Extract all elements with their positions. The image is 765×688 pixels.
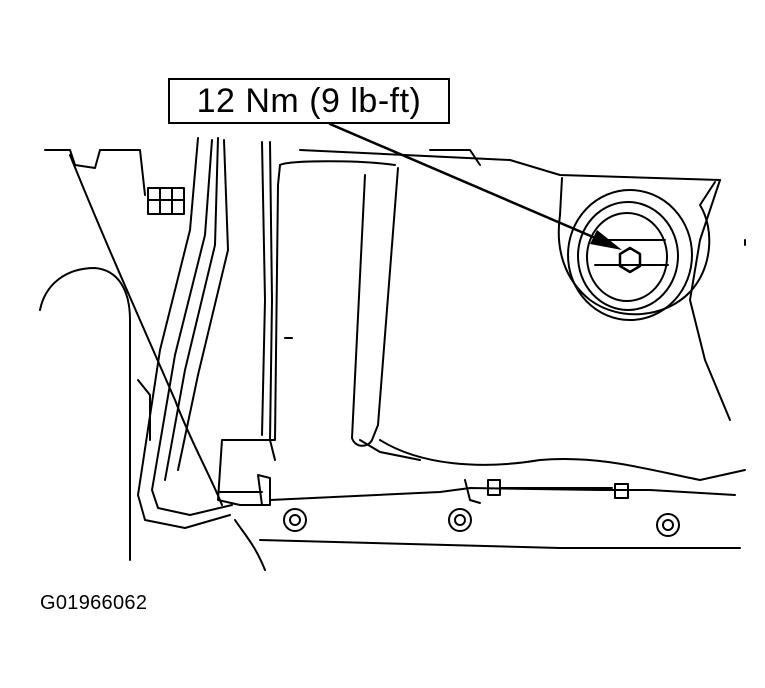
upper-left-bolt [147, 187, 185, 215]
pan-bolt [656, 513, 680, 537]
oil-pan-flange [234, 479, 741, 571]
cooler-tube-pair [137, 137, 273, 529]
pan-bolt [283, 508, 307, 532]
cover-plate [557, 177, 716, 321]
callout-leader-arrow [328, 122, 622, 250]
figure-id: G01966062 [40, 592, 148, 614]
transmission-case [299, 149, 746, 481]
torque-callout: 12 Nm (9 lb-ft) [168, 78, 450, 124]
bracket-assembly [217, 160, 399, 506]
pan-bolt [448, 508, 472, 532]
torque-label: 12 Nm (9 lb-ft) [196, 81, 422, 120]
engine-block-outline [39, 149, 223, 561]
drain-plug-bolt [618, 246, 642, 274]
